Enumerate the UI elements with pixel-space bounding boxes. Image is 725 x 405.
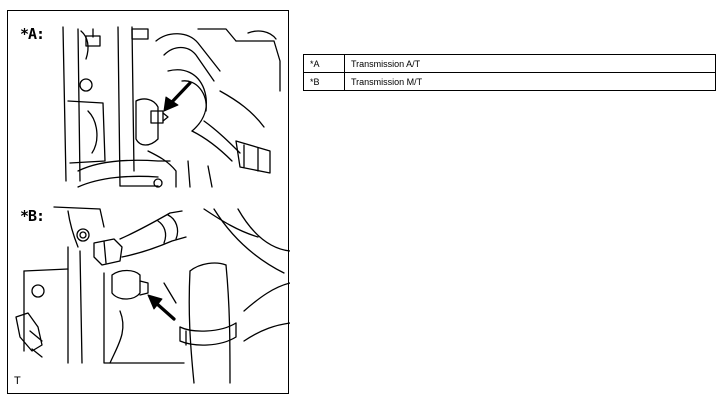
- panel-a-drawing: [62, 26, 281, 188]
- illustration-frame: *A: *B: T: [7, 10, 290, 394]
- figure-code: T: [14, 375, 21, 387]
- panel-b-label: *B:: [20, 207, 45, 225]
- callout-legend-table: *A Transmission A/T *B Transmission M/T: [303, 54, 716, 91]
- engine-illustration: [15, 26, 290, 384]
- table-row: *B Transmission M/T: [303, 72, 716, 91]
- legend-value: Transmission A/T: [344, 54, 716, 73]
- panel-b-drawing: [15, 206, 290, 384]
- legend-value: Transmission M/T: [344, 72, 716, 91]
- legend-key: *B: [303, 72, 345, 91]
- table-row: *A Transmission A/T: [303, 54, 716, 73]
- panel-a-label: *A:: [20, 25, 45, 43]
- legend-key: *A: [303, 54, 345, 73]
